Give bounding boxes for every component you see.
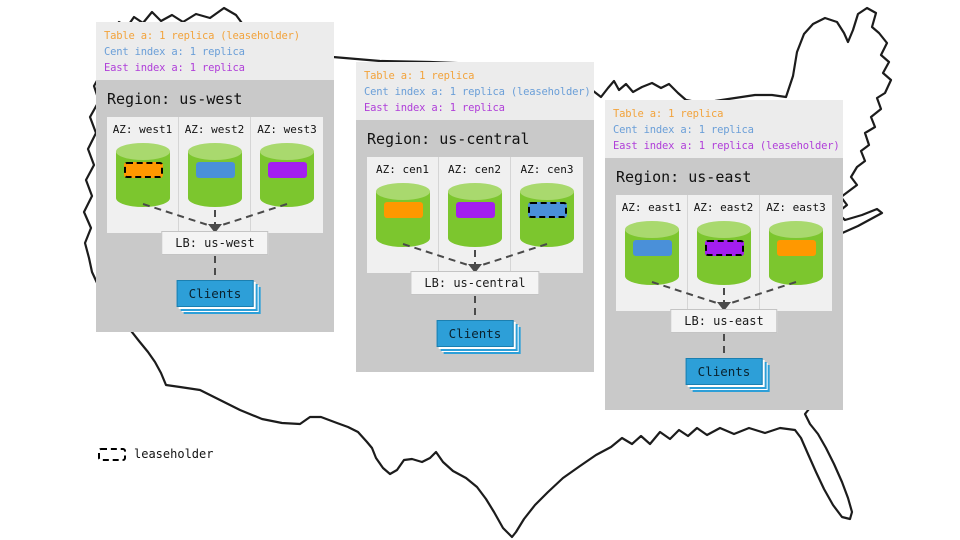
- replica-legend-line-table: Table a: 1 replica: [364, 70, 475, 82]
- replica-chip: [123, 162, 163, 178]
- clients-box: Clients: [436, 320, 514, 347]
- cylinder-top: [696, 221, 751, 238]
- replica-legend-line-east: East index a: 1 replica (leaseholder): [613, 140, 840, 152]
- replica-legend: Table a: 1 replica Cent index a: 1 repli…: [605, 100, 843, 158]
- az-label: AZ: cen2: [448, 163, 501, 176]
- replica-legend-line-table: Table a: 1 replica: [613, 108, 724, 120]
- cylinder-top: [115, 143, 170, 160]
- leaseholder-swatch-icon: [98, 447, 126, 461]
- database-node-icon: [696, 221, 751, 285]
- cylinder-body: [115, 151, 170, 207]
- az-cell: AZ: east3: [760, 195, 832, 311]
- az-label: AZ: east1: [621, 201, 682, 214]
- region-panel-us-west: Table a: 1 replica (leaseholder) Cent in…: [96, 22, 334, 332]
- cylinder-top: [187, 143, 242, 160]
- az-cell: AZ: cen3: [511, 157, 583, 273]
- replica-chip: [455, 202, 495, 218]
- region-box: Region: us-central AZ: cen1 AZ: cen2: [356, 120, 594, 372]
- database-node-icon: [260, 143, 314, 207]
- replica-legend-line-table: Table a: 1 replica (leaseholder): [104, 30, 300, 42]
- database-node-icon: [447, 183, 502, 247]
- connection-arrows: [402, 243, 548, 319]
- az-cell: AZ: west2: [179, 117, 251, 233]
- replica-chip: [195, 162, 235, 178]
- load-balancer-box: LB: us-west: [161, 231, 269, 255]
- az-cell: AZ: cen2: [439, 157, 511, 273]
- database-node-icon: [187, 143, 242, 207]
- load-balancer-box: LB: us-east: [670, 309, 778, 333]
- cylinder-body: [520, 191, 574, 247]
- cylinder-top: [624, 221, 679, 238]
- cylinder-top: [769, 221, 823, 238]
- region-box: Region: us-east AZ: east1 AZ: east2: [605, 158, 843, 410]
- cylinder-body: [260, 151, 314, 207]
- replica-chip: [704, 240, 744, 256]
- replica-chip: [268, 162, 307, 178]
- region-title: Region: us-east: [616, 168, 752, 186]
- cylinder-body: [696, 229, 751, 285]
- cylinder-top: [375, 183, 430, 200]
- clients-box: Clients: [685, 358, 763, 385]
- az-cell: AZ: west1: [107, 117, 179, 233]
- replica-legend-line-east: East index a: 1 replica: [364, 102, 505, 114]
- replica-legend-line-cent: Cent index a: 1 replica: [613, 124, 754, 136]
- cylinder-body: [769, 229, 823, 285]
- connection-arrows: [651, 281, 797, 357]
- replica-legend: Table a: 1 replica (leaseholder) Cent in…: [96, 22, 334, 80]
- database-node-icon: [115, 143, 170, 207]
- region-panel-us-central: Table a: 1 replica Cent index a: 1 repli…: [356, 62, 594, 372]
- az-cell: AZ: west3: [251, 117, 323, 233]
- database-node-icon: [769, 221, 823, 285]
- az-cell: AZ: east2: [688, 195, 760, 311]
- cylinder-body: [375, 191, 430, 247]
- replica-legend: Table a: 1 replica Cent index a: 1 repli…: [356, 62, 594, 120]
- clients-box: Clients: [176, 280, 254, 307]
- az-label: AZ: west3: [257, 123, 317, 136]
- leaseholder-legend: leaseholder: [98, 447, 213, 461]
- cylinder-body: [187, 151, 242, 207]
- replica-chip: [777, 240, 816, 256]
- az-label: AZ: cen3: [520, 163, 574, 176]
- database-node-icon: [520, 183, 574, 247]
- region-box: Region: us-west AZ: west1 AZ: west2: [96, 80, 334, 332]
- az-label: AZ: cen1: [376, 163, 429, 176]
- region-title: Region: us-central: [367, 130, 530, 148]
- database-node-icon: [624, 221, 679, 285]
- replica-chip: [383, 202, 423, 218]
- replica-chip: [528, 202, 567, 218]
- az-cell: AZ: cen1: [367, 157, 439, 273]
- cylinder-top: [447, 183, 502, 200]
- cylinder-body: [624, 229, 679, 285]
- az-label: AZ: west1: [112, 123, 173, 136]
- replica-legend-line-east: East index a: 1 replica: [104, 62, 245, 74]
- region-panel-us-east: Table a: 1 replica Cent index a: 1 repli…: [605, 100, 843, 410]
- replica-legend-line-cent: Cent index a: 1 replica: [104, 46, 245, 58]
- replica-legend-line-cent: Cent index a: 1 replica (leaseholder): [364, 86, 591, 98]
- cylinder-top: [260, 143, 314, 160]
- az-label: AZ: west2: [184, 123, 245, 136]
- database-node-icon: [375, 183, 430, 247]
- replica-chip: [632, 240, 672, 256]
- load-balancer-box: LB: us-central: [410, 271, 540, 295]
- cylinder-body: [447, 191, 502, 247]
- az-cell: AZ: east1: [616, 195, 688, 311]
- cylinder-top: [520, 183, 574, 200]
- region-title: Region: us-west: [107, 90, 243, 108]
- leaseholder-label: leaseholder: [134, 447, 214, 461]
- az-label: AZ: east2: [693, 201, 754, 214]
- connection-arrows: [142, 203, 288, 279]
- az-label: AZ: east3: [766, 201, 826, 214]
